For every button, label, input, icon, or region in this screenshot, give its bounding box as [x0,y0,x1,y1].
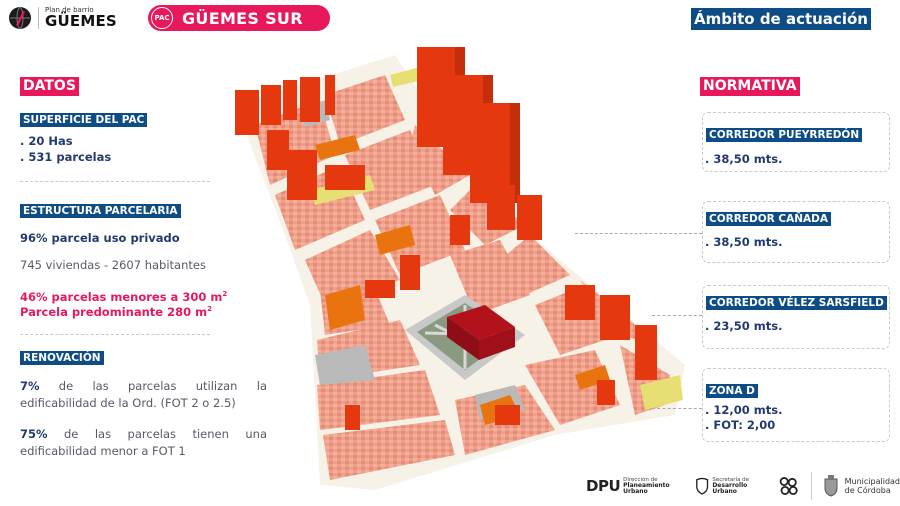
renovacion-p1: 7% de las parcelas utilizan la edificabi… [20,379,267,410]
connector-line [575,233,702,234]
pac-badge: PAC [151,7,173,29]
uso-privado-stat: 96% parcela uso privado [20,231,180,245]
estructura-label: ESTRUCTURA PARCELARIA [20,204,181,218]
corredor-velez-label: CORREDOR VÉLEZ SARSFIELD [706,296,887,310]
corredor-canada-label: CORREDOR CAÑADA [706,212,831,226]
corredor-pueyrredon-height: . 38,50 mts. [705,152,783,166]
axonometric-map [235,47,685,490]
divider [20,181,210,182]
superficie-label: SUPERFICIE DEL PAC [20,113,148,127]
logo-subtitle: Plan de barrio [45,6,94,14]
corredor-velez-box: CORREDOR VÉLEZ SARSFIELD . 23,50 mts. [702,285,890,349]
corredor-pueyrredon-box: CORREDOR PUEYRREDÓN . 38,50 mts. [702,112,890,172]
superficie-parcelas: . 531 parcelas [20,150,112,164]
corredor-pueyrredon-label: CORREDOR PUEYRREDÓN [706,128,863,142]
zona-d-fot: . FOT: 2,00 [705,418,776,432]
parcela-predominante-stat: Parcela predominante 280 m2 [20,305,212,319]
divider [20,334,210,335]
logo-separator [38,7,39,29]
page-title: GÜEMES SUR [182,8,303,28]
corredor-velez-height: . 23,50 mts. [705,319,783,333]
corredor-canada-height: . 38,50 mts. [705,235,783,249]
plaza-building [447,305,515,340]
corredor-canada-box: CORREDOR CAÑADA . 38,50 mts. [702,201,890,263]
normativa-heading: NORMATIVA [700,77,800,96]
section-title: Ámbito de actuación [691,8,871,30]
connector-line [652,408,702,409]
footer-separator [810,472,812,500]
connector-line [652,315,702,316]
viviendas-stat: 745 viviendas - 2607 habitantes [20,258,206,272]
logo-title: GÜEMES [45,12,117,30]
plan-barrio-guemes-logo: Plan de barrio GÜEMES [8,6,117,30]
zona-d-box: ZONA D . 12,00 mts. . FOT: 2,00 [702,368,890,442]
shield-icon [696,477,709,495]
guemes-badge-icon [780,477,799,495]
parcelas-menores-stat: 46% parcelas menores a 300 m2 [20,290,228,304]
globe-icon [9,6,31,30]
coat-of-arms-icon [824,475,838,497]
tall-buildings [235,47,657,430]
superficie-has: . 20 Has [20,134,73,148]
datos-heading: DATOS [20,77,79,96]
renovacion-p2: 75% de las parcelas tienen una edificabi… [20,427,267,458]
zona-d-height: . 12,00 mts. [705,403,783,417]
pac-title-pill: PAC GÜEMES SUR [148,5,330,31]
renovacion-label: RENOVACIÓN [20,351,104,365]
zona-d-label: ZONA D [706,384,758,398]
